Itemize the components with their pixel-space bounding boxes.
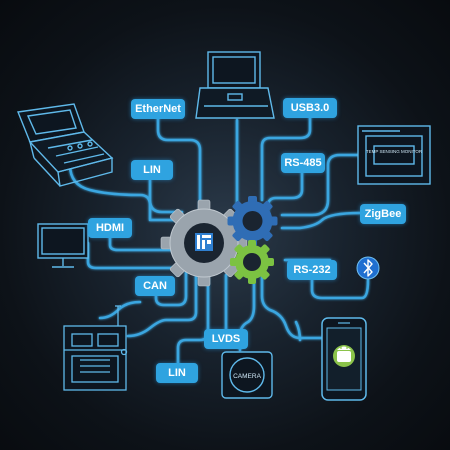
bluetooth-icon bbox=[356, 256, 380, 280]
label-zigbee: ZigBee bbox=[360, 204, 406, 224]
label-can: CAN bbox=[135, 276, 175, 296]
line-phone bbox=[260, 266, 324, 340]
label-rs485: RS-485 bbox=[281, 153, 325, 173]
label-ethernet: EtherNet bbox=[131, 99, 185, 119]
label-hdmi: HDMI bbox=[88, 218, 132, 238]
temp-monitor-panel bbox=[357, 125, 431, 185]
logo-icon bbox=[195, 233, 213, 251]
line-phone-b bbox=[294, 320, 302, 342]
line-usb bbox=[260, 115, 312, 202]
industrial-machine bbox=[63, 305, 128, 391]
line-can-left bbox=[98, 300, 142, 320]
gear-green-icon bbox=[230, 240, 274, 284]
top-monitor-device bbox=[195, 51, 275, 119]
android-icon bbox=[333, 345, 355, 367]
line-rs485-a bbox=[266, 170, 304, 214]
desktop-monitor bbox=[37, 223, 89, 268]
toolbox-laptop bbox=[17, 103, 114, 187]
line-rs485-b bbox=[280, 153, 362, 217]
label-lvds: LVDS bbox=[204, 329, 248, 349]
label-usb: USB3.0 bbox=[283, 98, 337, 118]
line-lin-left bbox=[126, 274, 198, 338]
camera-device bbox=[221, 351, 273, 399]
line-hdmi bbox=[108, 234, 177, 252]
line-lin-bottom bbox=[176, 276, 210, 368]
camera-label: CAMERA bbox=[233, 373, 261, 380]
line-can bbox=[154, 270, 188, 307]
label-rs232: RS-232 bbox=[287, 260, 337, 280]
line-ethernet bbox=[156, 114, 202, 212]
line-zigbee bbox=[280, 211, 362, 230]
line-rs232 bbox=[310, 278, 370, 300]
line-lin-top bbox=[148, 178, 184, 214]
monitor-panel-title: TEMP SENSING MONITOR bbox=[366, 149, 423, 154]
label-lin-top: LIN bbox=[131, 160, 173, 180]
gear-blue-icon bbox=[227, 196, 278, 246]
label-lin-bottom: LIN bbox=[156, 363, 198, 383]
line-hdmi-monitor bbox=[86, 241, 178, 270]
